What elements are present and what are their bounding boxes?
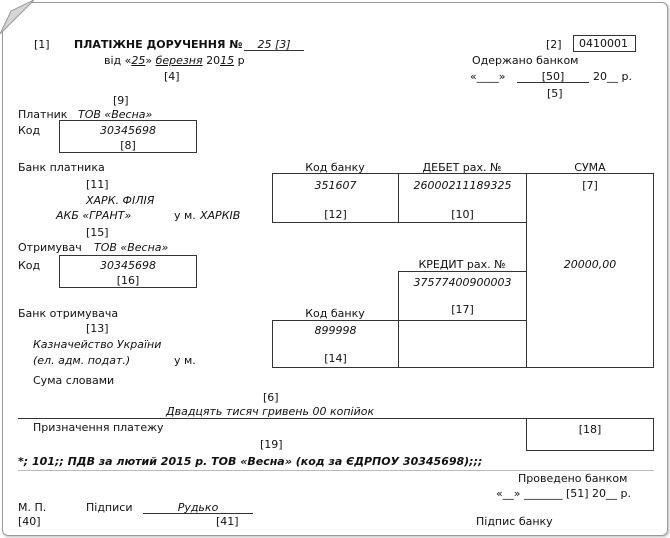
payer-bank-code-box: 351607 [12]	[272, 173, 399, 223]
payer-code-label: Код	[18, 124, 41, 137]
bank-code-header: Код банку	[305, 161, 365, 174]
date-day: 25	[131, 54, 146, 67]
ref-50: [50]	[541, 70, 565, 83]
date-year-suffix: 15	[220, 54, 235, 67]
ref-10: [10]	[451, 208, 474, 221]
ref-16: [16]	[116, 274, 140, 287]
form-code-box: 0410001	[573, 35, 636, 52]
number-underline	[244, 50, 304, 51]
ref-13: [13]	[86, 322, 109, 335]
date-month: березня	[155, 54, 203, 67]
received-underline	[517, 82, 589, 83]
bank-signature-label: Підпис банку	[476, 515, 553, 528]
recipient-code-label: Код	[18, 259, 41, 272]
payer-bank-name-line2: АКБ «ГРАНТ»	[56, 209, 132, 222]
ref-1: [1]	[34, 38, 50, 51]
document-number: 25	[257, 38, 272, 51]
credit-box-divider	[399, 320, 526, 321]
ref-18: [18]	[578, 423, 602, 436]
ref-12: [12]	[324, 208, 347, 221]
ref-7: [7]	[582, 179, 598, 192]
payer-code: 30345698	[100, 124, 156, 137]
debit-account: 26000211189325	[413, 179, 512, 192]
recipient-name: ТОВ «Весна»	[94, 241, 169, 254]
sum-words-line	[18, 418, 654, 419]
recipient-bank-name-line1: Казначейство України	[33, 338, 162, 351]
date-sep: »	[145, 54, 153, 67]
document-date: від «25» березня 2015 р	[104, 54, 245, 67]
signature-name: Рудько	[177, 501, 219, 514]
mp-label: М. П.	[18, 501, 47, 514]
ref-2: [2]	[546, 38, 562, 51]
ref-17: [17]	[451, 303, 474, 316]
payer-bank-code: 351607	[314, 179, 357, 192]
payer-name: ТОВ «Весна»	[78, 108, 153, 121]
recipient-bank-city-label: у м.	[174, 354, 196, 367]
purpose-ref-box: [18]	[526, 418, 654, 451]
received-year: 20__ р.	[593, 70, 632, 83]
recipient-bank-code-header: Код банку	[305, 307, 365, 320]
signature-underline	[143, 513, 253, 514]
ref-15: [15]	[86, 226, 109, 239]
debit-header: ДЕБЕТ рах. №	[422, 161, 502, 174]
payer-code-box: 30345698 [8]	[59, 120, 197, 153]
sum-box: [7] 20000,00	[526, 173, 654, 368]
recipient-bank-label: Банк отримувача	[18, 307, 119, 320]
credit-account: 37577400900003	[413, 276, 512, 289]
ref-11: [11]	[86, 178, 109, 191]
credit-account-box: 37577400900003 [17]	[398, 271, 527, 368]
sum-words-label: Сума словами	[33, 374, 115, 387]
signatures-label: Підписи	[86, 501, 133, 514]
payer-bank-city-label: у м.	[174, 209, 196, 222]
document-title: ПЛАТІЖНЕ ДОРУЧЕННЯ №	[74, 38, 243, 51]
bank-payer-label: Банк платника	[18, 161, 105, 174]
folded-corner-icon	[0, 0, 34, 34]
debit-account-box: 26000211189325 [10]	[398, 173, 527, 223]
payer-bank-name-line1: ХАРК. ФІЛІЯ	[86, 194, 155, 207]
payer-bank-city: ХАРКІВ	[200, 209, 241, 222]
purpose-line	[18, 470, 654, 471]
ref-14: [14]	[324, 352, 347, 365]
ref-6: [6]	[263, 391, 279, 404]
processed-label: Проведено банком	[518, 472, 628, 485]
payer-label: Платник	[18, 108, 68, 121]
recipient-code: 30345698	[100, 259, 156, 272]
processed-date: «__» _______ [51] 20__ р.	[496, 487, 632, 500]
ref-19: [19]	[260, 438, 283, 451]
recipient-bank-code: 899998	[314, 324, 357, 337]
document-number-field: 25 [3]	[244, 38, 304, 51]
sum-words-text: Двадцять тисяч гривень 00 копійок	[166, 405, 375, 418]
sum-header: СУМА	[574, 161, 606, 174]
ref-41: [41]	[216, 515, 239, 528]
purpose-text: *; 101;; ПДВ за лютий 2015 р. ТОВ «Весна…	[18, 455, 483, 468]
recipient-bank-name-line2: (ел. адм. подат.)	[33, 354, 131, 367]
recipient-label: Отримувач	[18, 241, 82, 254]
received-label: Одержано банком	[472, 54, 579, 67]
recipient-bank-code-box: 899998 [14]	[272, 320, 399, 368]
ref-8: [8]	[120, 139, 136, 152]
ref-3: [3]	[274, 38, 291, 51]
date-year-prefix: 20	[206, 54, 221, 67]
date-prefix: від «	[104, 54, 132, 67]
ref-4: [4]	[164, 70, 180, 83]
ref-9: [9]	[113, 94, 129, 107]
received-date: «____»	[470, 70, 506, 83]
purpose-label: Призначення платежу	[33, 421, 164, 434]
recipient-code-box: 30345698 [16]	[59, 255, 197, 288]
ref-40: [40]	[18, 515, 41, 528]
ref-5: [5]	[547, 87, 563, 100]
form-code: 0410001	[579, 37, 628, 50]
amount-value: 20000,00	[563, 258, 617, 271]
date-year-unit: р	[237, 54, 245, 67]
credit-header: КРЕДИТ рах. №	[418, 258, 506, 271]
